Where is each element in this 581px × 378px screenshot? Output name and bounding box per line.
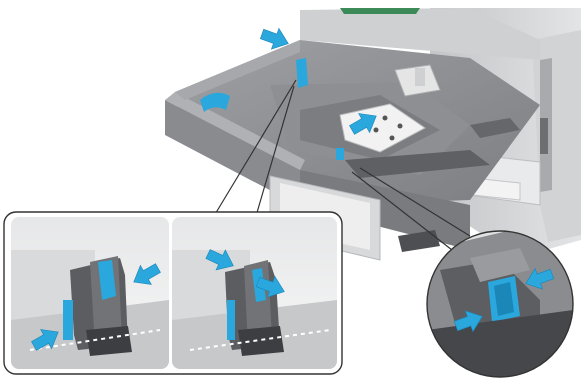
detail-inset-pair bbox=[4, 212, 342, 374]
detail-panel-middle bbox=[172, 217, 337, 369]
paper-guide-icon bbox=[488, 276, 520, 322]
detail-zoom-circle bbox=[427, 228, 573, 377]
